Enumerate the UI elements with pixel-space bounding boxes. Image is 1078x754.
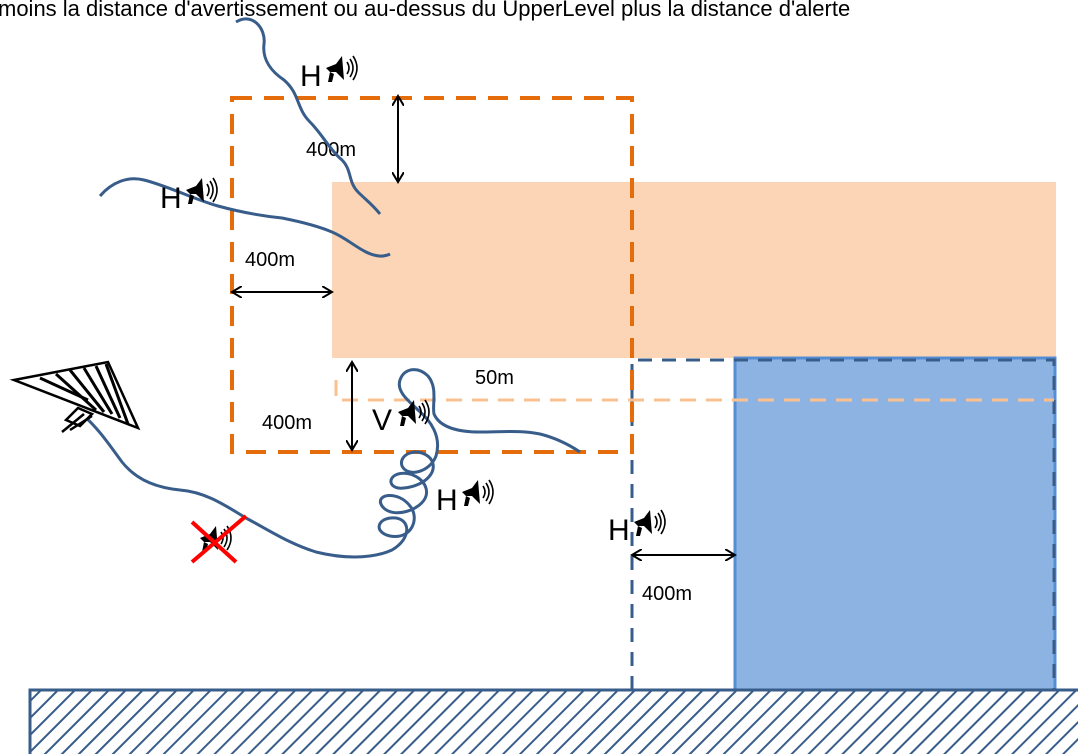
light-orange-boundary bbox=[334, 380, 1054, 402]
label-bottom-distance: 400m bbox=[262, 412, 312, 434]
svg-text:V: V bbox=[372, 404, 392, 437]
blue-warning-boundary bbox=[630, 358, 1056, 690]
blue-airspace-zone bbox=[733, 356, 1057, 692]
label-right-distance: 400m bbox=[642, 583, 692, 605]
alert-marker-top: H bbox=[300, 55, 358, 93]
alert-marker-right: H bbox=[608, 509, 666, 547]
speaker-icon bbox=[461, 479, 494, 507]
svg-text:H: H bbox=[608, 514, 630, 547]
flight-track-left bbox=[98, 177, 391, 258]
svg-text:H: H bbox=[160, 182, 182, 215]
alert-marker-spiral: H bbox=[436, 479, 494, 517]
hang-glider-icon bbox=[9, 360, 141, 433]
label-margin-distance: 50m bbox=[475, 367, 514, 389]
orange-airspace-zone bbox=[332, 182, 1056, 358]
svg-text:H: H bbox=[436, 484, 458, 517]
alert-marker-vertical: V bbox=[372, 399, 430, 437]
flight-track-spiral bbox=[81, 368, 581, 559]
orange-warning-boundary bbox=[230, 96, 634, 454]
speaker-icon bbox=[325, 55, 358, 83]
alert-marker-left: H bbox=[160, 177, 218, 215]
svg-text:H: H bbox=[300, 60, 322, 93]
cross-icon bbox=[190, 514, 248, 564]
caption-text: moins la distance d'avertissement ou au-… bbox=[0, 0, 850, 21]
suppressed-alert bbox=[190, 514, 248, 564]
label-left-distance: 400m bbox=[245, 249, 295, 271]
speaker-icon bbox=[199, 525, 232, 553]
flight-track-top bbox=[235, 17, 382, 215]
ground-hatch bbox=[28, 688, 1078, 754]
speaker-icon bbox=[397, 399, 430, 427]
speaker-icon bbox=[633, 509, 666, 537]
